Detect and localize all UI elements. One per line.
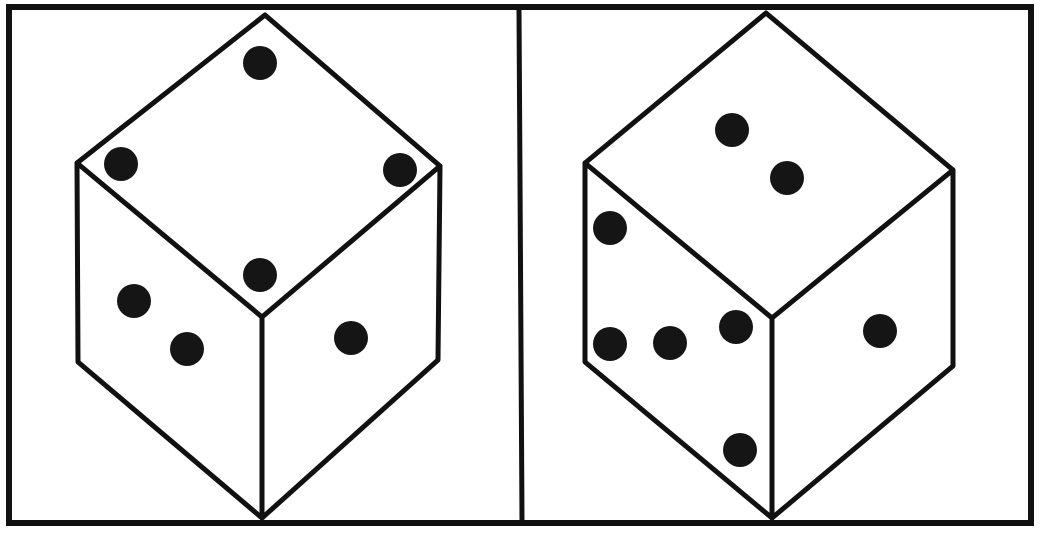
panel-divider	[516, 8, 525, 522]
pip	[653, 326, 687, 360]
pip	[723, 433, 757, 467]
left-die-top-face	[104, 46, 417, 292]
pip	[593, 211, 627, 245]
pip	[863, 314, 897, 348]
pip	[719, 310, 753, 344]
pip	[593, 327, 627, 361]
right-die-top-face-lower-edges	[582, 160, 956, 321]
pip	[170, 332, 204, 366]
left-die-left-face	[117, 284, 204, 366]
right-die-outline	[582, 10, 956, 521]
pip	[383, 153, 417, 187]
right-die-top-face	[715, 113, 804, 195]
pip	[334, 321, 368, 355]
right-die-left-face	[593, 211, 757, 467]
pip	[104, 147, 138, 181]
pip	[770, 161, 804, 195]
outer-frame	[6, 4, 1034, 526]
right-die-right-face	[863, 314, 897, 348]
pip	[243, 46, 277, 80]
left-die-right-face	[334, 321, 368, 355]
pip	[117, 284, 151, 318]
pip	[243, 258, 277, 292]
right-die	[582, 10, 956, 521]
pip	[715, 113, 749, 147]
left-die	[74, 12, 443, 521]
